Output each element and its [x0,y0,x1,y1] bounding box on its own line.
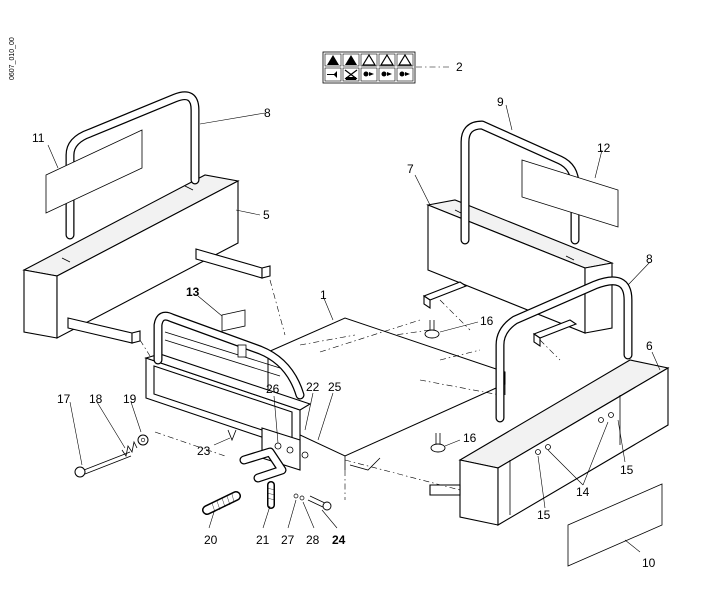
hot-surface-icon [360,53,378,67]
knob-16-upper [424,320,440,339]
callout-8-upper: 8 [264,106,271,120]
decal-part-11 [45,129,143,214]
callout-17: 17 [57,392,71,406]
callout-11: 11 [32,131,45,145]
callout-5: 5 [263,208,270,222]
decal-part-12 [521,159,619,228]
spring-20 [202,491,241,515]
read-manual-icon [378,53,396,67]
spring-18 [121,440,138,458]
clip-23 [227,429,237,442]
callout-19: 19 [123,392,137,406]
hitch-bracket [239,427,309,483]
callout-10: 10 [642,556,656,570]
front-right-board [429,359,670,526]
washer-27 [293,493,299,499]
callout-25: 25 [328,380,342,394]
callout-13: 13 [186,285,200,299]
decal-part-13 [221,309,246,332]
decal-part-10 [567,483,663,567]
person-fall-icon [342,53,360,67]
tip-over-icon [396,67,414,82]
callout-26: 26 [266,382,280,396]
callout-16-lower: 16 [463,431,477,445]
callout-12: 12 [597,141,611,155]
hand-warning-icon [378,67,396,82]
pin-17 [74,451,132,478]
leader-lines [47,104,661,553]
rear-left-board [22,174,240,339]
callout-6: 6 [646,339,653,353]
spring-21 [266,481,276,509]
warning-decal-sheet [322,51,416,84]
eye-protection-icon [360,67,378,82]
right-support-bars [422,281,578,348]
callout-2: 2 [456,60,463,74]
callout-14: 14 [576,485,590,499]
pin-24 [307,495,332,511]
callout-18: 18 [89,392,103,406]
callout-1: 1 [320,288,327,302]
drawing-id: 0607_010_00 [9,37,16,80]
callout-16-upper: 16 [480,314,494,328]
callout-7: 7 [407,162,414,176]
callout-15-left: 15 [537,508,551,522]
callout-24: 24 [332,533,346,547]
lower-right-rail [495,276,633,423]
washer-19 [137,434,149,446]
callout-22: 22 [306,380,320,394]
callout-28: 28 [306,533,320,547]
no-riders-icon [324,67,342,82]
knob-16-lower [430,433,446,453]
callout-labels: 1 2 5 6 7 8 8 9 10 11 12 13 14 15 15 16 … [32,60,656,570]
hand-pinch-icon [396,53,414,67]
callout-21: 21 [256,533,270,547]
callout-27: 27 [281,533,295,547]
hitch-frame [144,311,312,451]
washer-28 [299,495,305,501]
assembly-lines [139,279,561,500]
left-support-bars [67,248,271,344]
callout-9: 9 [497,95,504,109]
ear-protection-icon [342,67,360,82]
callout-15-right: 15 [620,463,634,477]
upper-left-rail [65,91,200,240]
callout-8-lower: 8 [646,252,653,266]
hand-crush-icon [324,53,342,67]
callout-20: 20 [204,533,218,547]
callout-23: 23 [197,444,211,458]
